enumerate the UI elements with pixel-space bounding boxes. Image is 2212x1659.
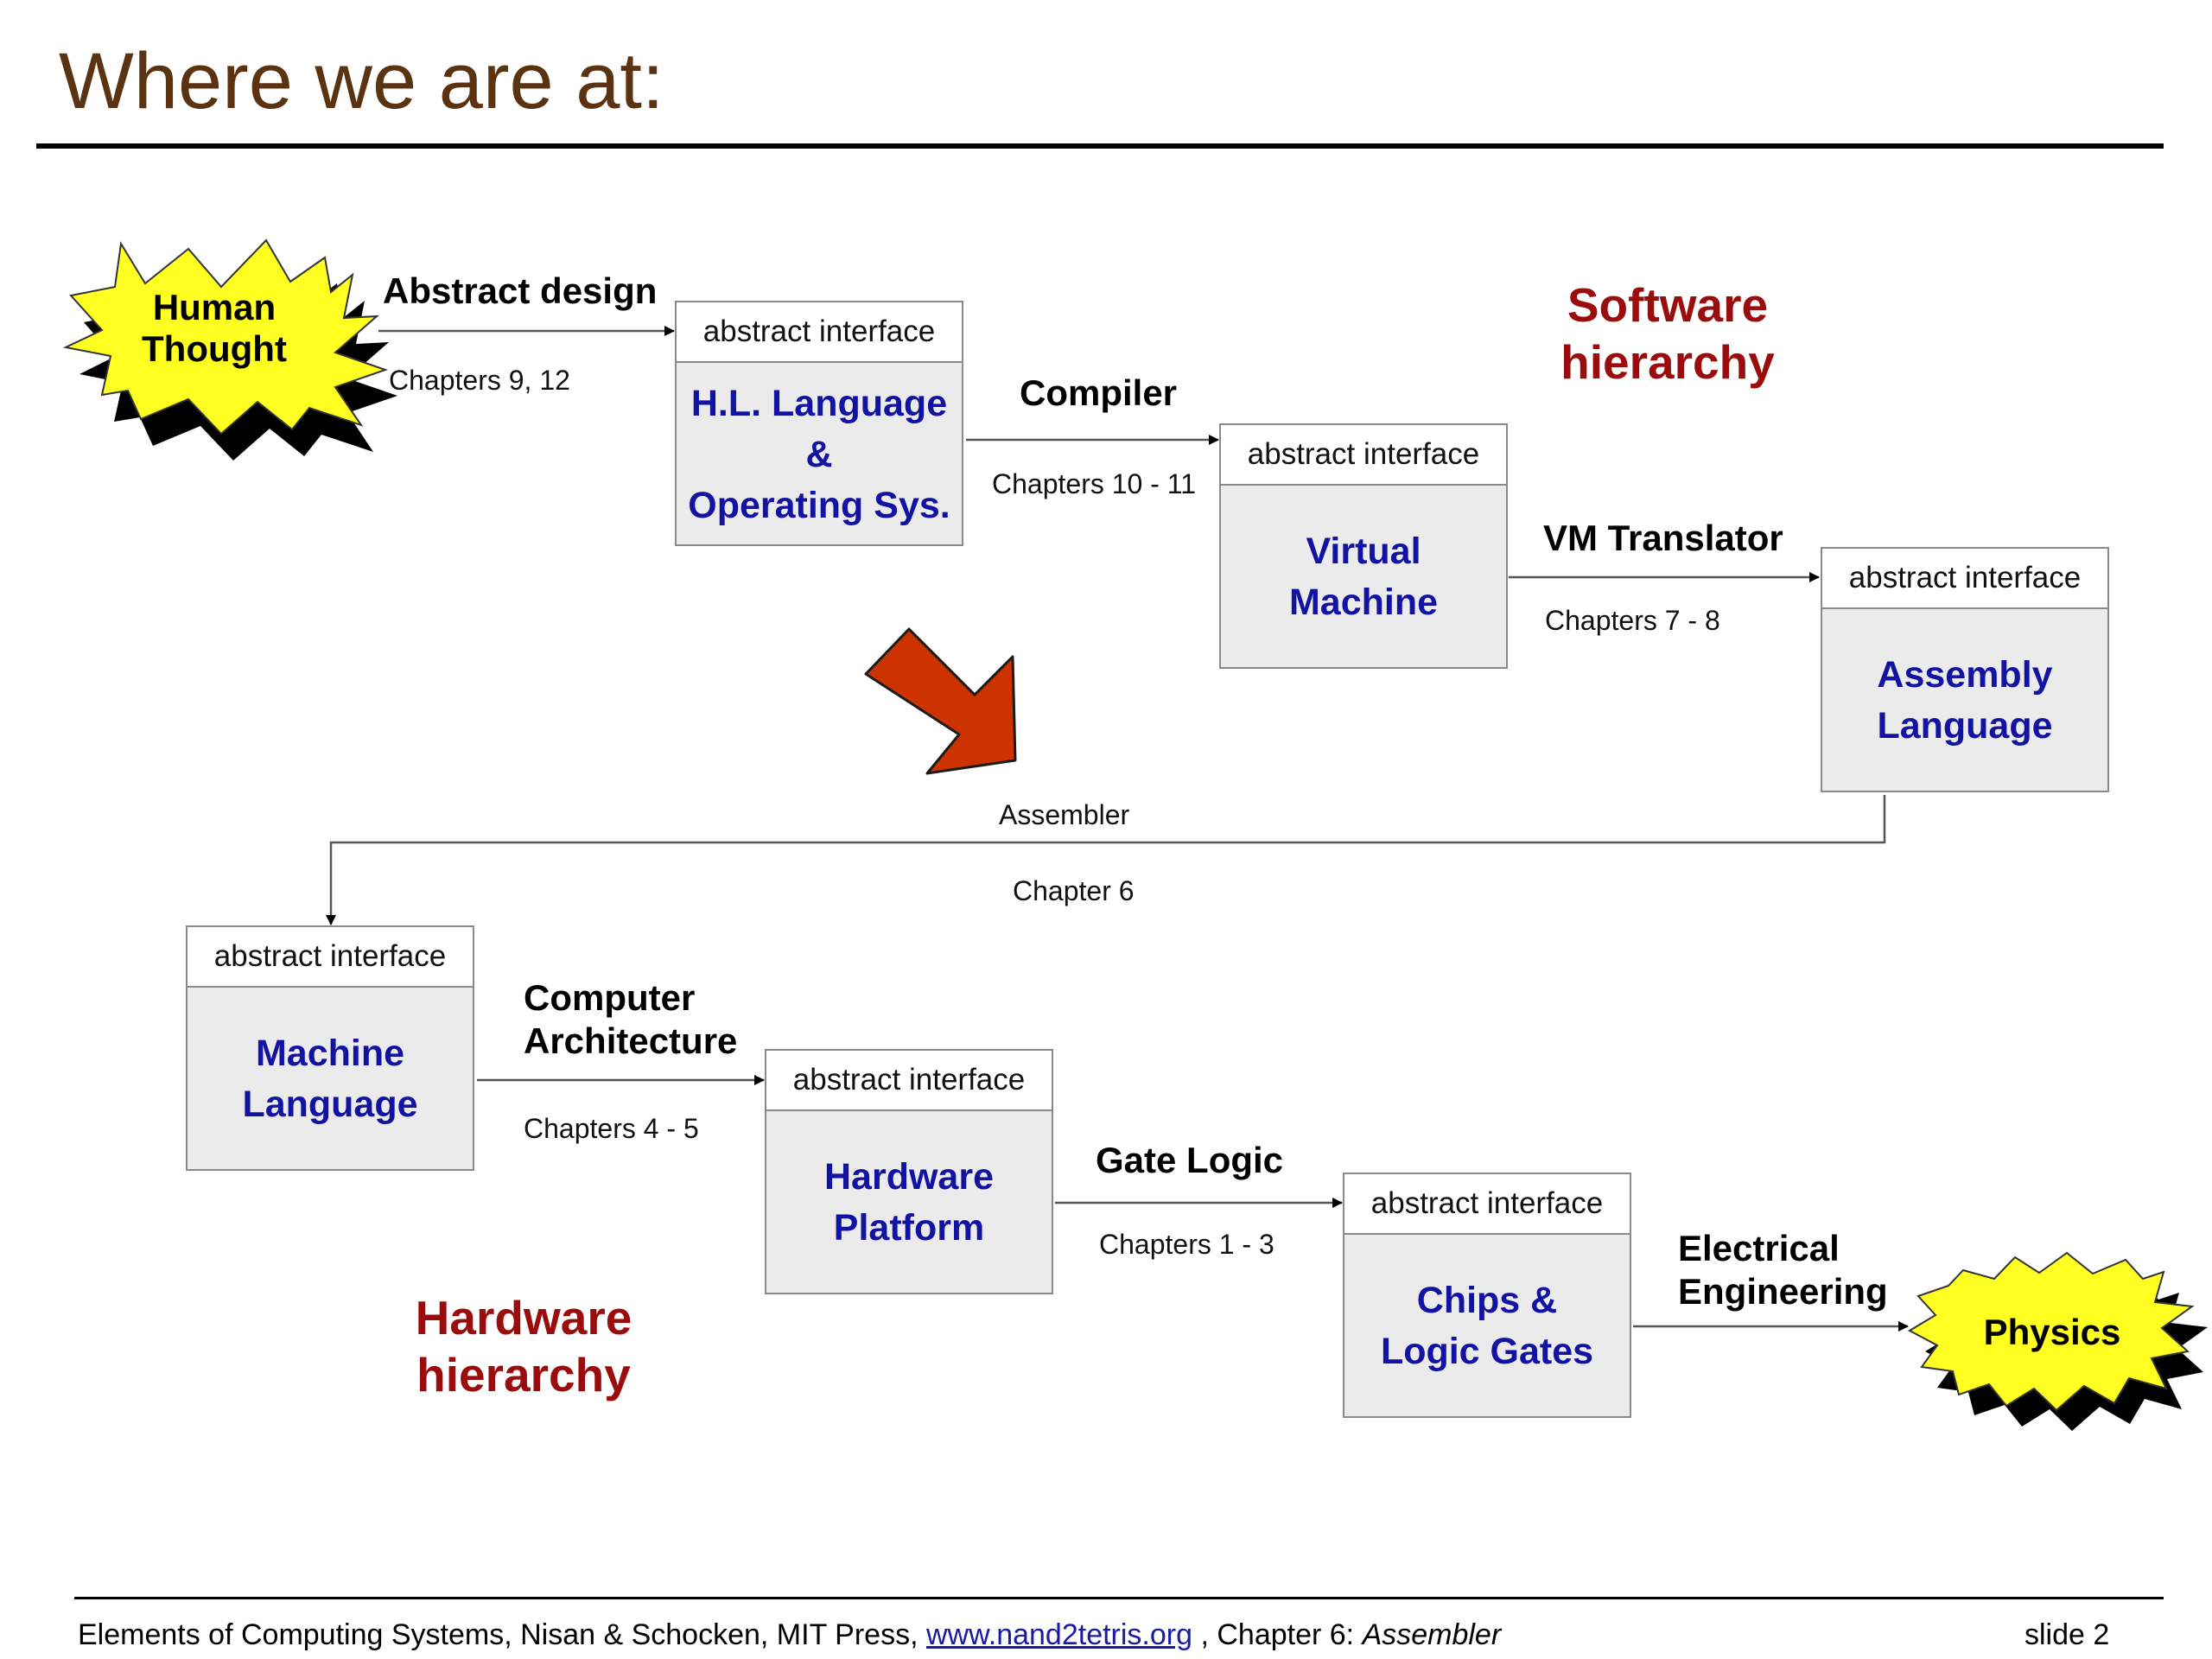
page-title: Where we are at: xyxy=(59,37,664,125)
human-thought-burst xyxy=(62,238,397,461)
gate-logic-chapters: Chapters 1 - 3 xyxy=(1099,1229,1274,1260)
abstract-interface-label: abstract interface xyxy=(1344,1174,1630,1235)
box-label: Chips & Logic Gates xyxy=(1380,1280,1594,1372)
abstract-interface-label: abstract interface xyxy=(1822,549,2107,609)
footer-chapter-title: Assembler xyxy=(1362,1618,1502,1651)
abstract-interface-label: abstract interface xyxy=(1221,425,1506,486)
compiler-label: Compiler xyxy=(1020,372,1178,413)
box-label: H.L. Language & Operating Sys. xyxy=(688,382,950,526)
human-thought-text: Human Thought xyxy=(142,287,287,369)
box-label: Assembly Language xyxy=(1877,654,2053,747)
abstract-interface-label: abstract interface xyxy=(766,1051,1052,1111)
assembler-chapters: Chapter 6 xyxy=(1013,875,1135,906)
compiler-chapters: Chapters 10 - 11 xyxy=(992,468,1196,499)
box-hl-language: abstract interface H.L. Language & Opera… xyxy=(675,301,963,546)
slide-number: slide 2 xyxy=(2024,1618,2110,1651)
electrical-engineering-label: Electrical Engineering xyxy=(1678,1228,1888,1312)
computer-architecture-label: Computer Architecture xyxy=(524,977,738,1061)
assembler-label: Assembler xyxy=(999,799,1130,830)
footer-link[interactable]: www.nand2tetris.org xyxy=(925,1618,1193,1651)
box-hardware-platform: abstract interface Hardware Platform xyxy=(765,1049,1053,1294)
box-virtual-machine: abstract interface Virtual Machine xyxy=(1219,423,1508,669)
abstract-design-chapters: Chapters 9, 12 xyxy=(389,365,570,396)
abstract-design-label: Abstract design xyxy=(383,270,658,311)
physics-text: Physics xyxy=(1983,1312,2121,1352)
footer-middle: , Chapter 6: xyxy=(1192,1618,1363,1651)
footer-citation: Elements of Computing Systems, Nisan & S… xyxy=(78,1618,1501,1652)
abstract-interface-label: abstract interface xyxy=(677,302,962,363)
hardware-hierarchy-label: Hardware hierarchy xyxy=(415,1291,632,1402)
software-hierarchy-label: Software hierarchy xyxy=(1560,278,1775,389)
current-position-arrow xyxy=(864,627,1017,775)
physics-burst xyxy=(1907,1251,2208,1431)
title-rule xyxy=(36,143,2164,149)
footer-rule xyxy=(74,1597,2164,1599)
abstract-interface-label: abstract interface xyxy=(188,927,473,988)
vm-translator-chapters: Chapters 7 - 8 xyxy=(1545,605,1720,636)
computer-architecture-chapters: Chapters 4 - 5 xyxy=(524,1113,699,1144)
box-label: Hardware Platform xyxy=(824,1156,994,1249)
vm-translator-label: VM Translator xyxy=(1543,518,1783,558)
gate-logic-label: Gate Logic xyxy=(1096,1140,1284,1180)
box-label: Virtual Machine xyxy=(1288,531,1439,623)
box-label: Machine Language xyxy=(242,1033,418,1125)
footer-prefix: Elements of Computing Systems, Nisan & S… xyxy=(78,1618,926,1651)
box-chips-logic-gates: abstract interface Chips & Logic Gates xyxy=(1343,1173,1631,1418)
arrow-assembler xyxy=(326,795,1886,925)
box-machine-language: abstract interface Machine Language xyxy=(186,925,474,1171)
box-assembly-language: abstract interface Assembly Language xyxy=(1821,547,2109,792)
